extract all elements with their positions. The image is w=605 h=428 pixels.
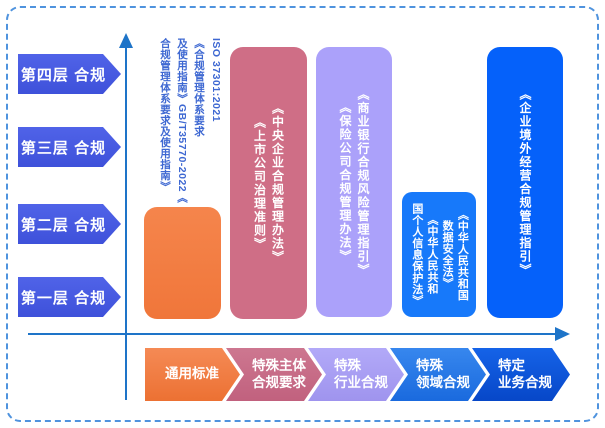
layer-label-text: 第三层 合规	[20, 139, 107, 157]
bar-text: 《企业境外经营合规管理指引》	[518, 88, 532, 277]
layer-label-text: 第二层 合规	[20, 216, 107, 234]
layer-label-3: 第三层 合规	[18, 127, 121, 167]
layer-label-text: 第一层 合规	[20, 289, 107, 307]
bar-data-security-laws: 《中华人民共和国 数据安全法》 《中华人民共和 国个人信息保护法》	[402, 192, 476, 317]
bar-overseas-operation: 《企业境外经营合规管理指引》	[487, 47, 563, 318]
arrow-right-icon	[555, 327, 570, 341]
x-axis-line	[28, 333, 556, 335]
layer-label-4: 第四层 合规	[18, 54, 121, 94]
x-category-general-standards: 通用标准	[145, 348, 240, 401]
standards-note: ISO 37301:2021 《合规管理体系要求 及使用指南》GB/T35770…	[159, 38, 222, 204]
layer-label-2: 第二层 合规	[18, 204, 121, 244]
bar-central-enterprise: 《中央企业合规管理办法》 《上市公司治理准则》	[230, 47, 307, 319]
bar-text: 《中华人民共和国 数据安全法》 《中华人民共和 国个人信息保护法》	[410, 202, 469, 307]
x-category-specific-business: 特定 业务合规	[472, 348, 570, 401]
x-category-special-subject: 特殊主体 合规要求	[226, 348, 322, 401]
layer-label-text: 第四层 合规	[20, 66, 107, 84]
bar-banking-insurance: 《商业银行合规风险管理指引》 《保险公司合规管理办法》	[316, 47, 392, 317]
arrow-up-icon	[119, 33, 133, 48]
bar-text: 《商业银行合规风险管理指引》 《保险公司合规管理办法》	[338, 87, 370, 277]
bar-iso-gb-standards	[144, 207, 221, 319]
x-category-special-domain: 特殊 领域合规	[390, 348, 486, 401]
layer-label-1: 第一层 合规	[18, 277, 121, 317]
y-axis-line	[125, 48, 127, 400]
x-category-special-industry: 特殊 行业合规	[308, 348, 404, 401]
bar-text: 《中央企业合规管理办法》 《上市公司治理准则》	[252, 102, 285, 264]
